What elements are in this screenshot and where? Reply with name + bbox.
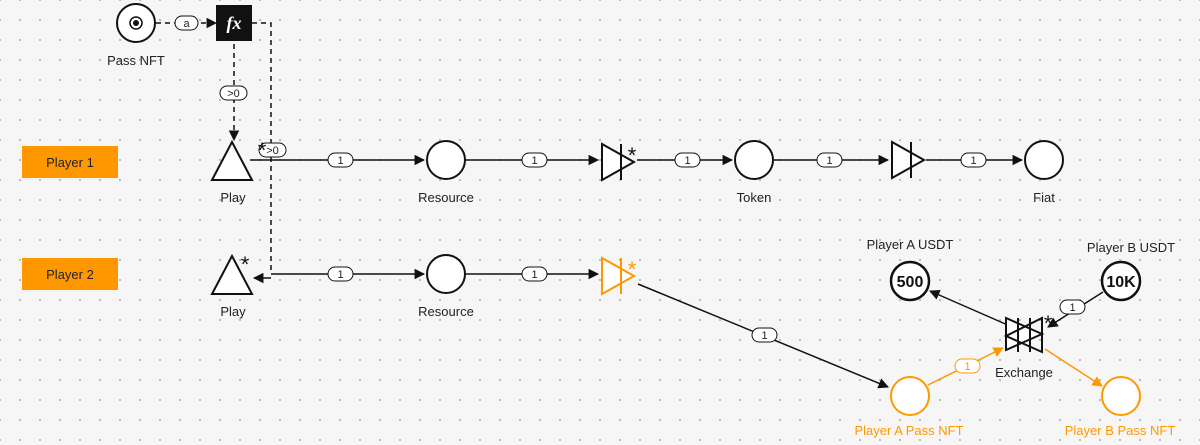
exchange-node[interactable] [1003, 316, 1045, 354]
resource-2-label: Resource [418, 304, 474, 319]
exchange-label: Exchange [995, 365, 1053, 380]
svg-text:1: 1 [337, 269, 343, 281]
player-a-pass-nft-label: Player A Pass NFT [854, 423, 963, 438]
svg-text:1: 1 [826, 155, 832, 167]
player-2-box[interactable]: Player 2 [22, 258, 118, 290]
player-a-usdt-label: Player A USDT [867, 237, 954, 252]
player-b-usdt-node[interactable] [1100, 260, 1142, 302]
pass-nft-label: Pass NFT [107, 53, 165, 68]
player-b-pass-nft-label: Player B Pass NFT [1065, 423, 1176, 438]
svg-text:1: 1 [970, 155, 976, 167]
play-2-label: Play [220, 304, 246, 319]
player-a-pass-nft-node[interactable] [890, 376, 930, 416]
player-a-usdt-value: 500 [897, 274, 924, 291]
player-b-pass-nft-node[interactable] [1101, 376, 1141, 416]
edge-label-pass-a-exchange: 1 [954, 358, 981, 374]
edge-label-usdt-b-exchange: 1 [1059, 299, 1086, 315]
converter-1-node[interactable] [601, 142, 637, 182]
token-node[interactable] [734, 140, 774, 180]
edge-label-row1-a: 1 [327, 152, 354, 168]
formula-register[interactable]: fx [216, 5, 252, 41]
fiat-node[interactable] [1024, 140, 1064, 180]
svg-text:1: 1 [761, 330, 767, 342]
edge-label-row2-b: 1 [521, 266, 548, 282]
player-b-usdt-label: Player B USDT [1087, 240, 1175, 255]
play-2-node[interactable] [210, 253, 254, 295]
player-b-usdt-value: 10K [1106, 274, 1136, 291]
edge-exchange-to-usdt-a[interactable] [929, 289, 1011, 327]
exchange-activator-marker: * [1044, 311, 1053, 336]
converter-1-activator-marker: * [628, 143, 637, 168]
converter-2-node[interactable] [601, 256, 637, 296]
edge-fx-to-play-2-dashed[interactable] [252, 22, 272, 272]
svg-text:>0: >0 [266, 145, 279, 157]
edge-label-gt0-vertical: >0 [219, 85, 248, 101]
player-1-box[interactable]: Player 1 [22, 146, 118, 178]
edge-label-row2-a: 1 [327, 266, 354, 282]
edge-label-a: a [174, 15, 199, 31]
resource-1-label: Resource [418, 190, 474, 205]
edge-label-row1-d: 1 [816, 152, 843, 168]
svg-text:1: 1 [684, 155, 690, 167]
svg-text:1: 1 [964, 361, 970, 373]
fx-icon: fx [227, 13, 242, 33]
play-1-activator-marker: * [258, 138, 267, 163]
svg-text:a: a [183, 18, 190, 30]
svg-text:1: 1 [1069, 302, 1075, 314]
svg-text:1: 1 [531, 155, 537, 167]
svg-text:>0: >0 [227, 88, 240, 100]
converter-2-activator-marker: * [628, 257, 637, 282]
resource-1-node[interactable] [426, 140, 466, 180]
svg-text:1: 1 [531, 269, 537, 281]
edge-label-row2-diag: 1 [751, 327, 778, 343]
edge-label-row1-e: 1 [960, 152, 987, 168]
play-1-label: Play [220, 190, 246, 205]
token-label: Token [737, 190, 772, 205]
converter-fiat-node[interactable] [891, 140, 927, 180]
player-a-usdt-node[interactable] [889, 260, 931, 302]
play-2-activator-marker: * [241, 252, 250, 277]
edge-label-row1-c: 1 [674, 152, 701, 168]
fiat-label: Fiat [1033, 190, 1055, 205]
svg-text:1: 1 [337, 155, 343, 167]
play-1-node[interactable] [210, 139, 254, 181]
pass-nft-node[interactable] [116, 3, 156, 43]
edge-label-row1-b: 1 [521, 152, 548, 168]
resource-2-node[interactable] [426, 254, 466, 294]
edge-exchange-to-pass-b[interactable] [1044, 348, 1103, 387]
edge-label-gt0-side: >0 [258, 142, 287, 158]
